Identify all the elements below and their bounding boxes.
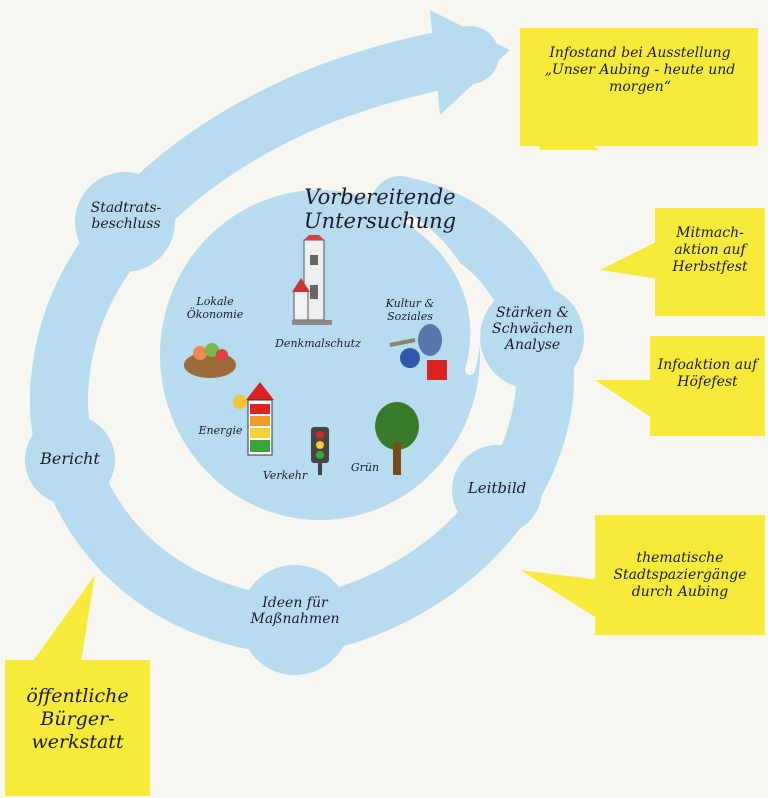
note-infoaktion-bg — [650, 336, 765, 436]
note-mitmach-bg — [655, 208, 765, 316]
culture-tools-icon — [389, 324, 447, 380]
note-infoaktion: Infoaktion auf Höfefest — [657, 357, 758, 390]
stadtrat-label: Stadtrats-beschluss — [90, 200, 162, 233]
topic-label-gruen: Grün — [350, 461, 380, 474]
note-tail-werkstatt — [30, 575, 95, 668]
note-mitmach: Mitmach-aktion auf Herbstfest — [672, 225, 748, 275]
topic-label-kultur-soziales: Kultur & Soziales — [385, 297, 435, 323]
bericht-label: Bericht — [40, 449, 100, 468]
market-basket-icon — [184, 343, 236, 378]
note-stadtspaziergaenge-bg — [595, 515, 765, 635]
note-infostand-bg — [520, 28, 758, 146]
note-werkstatt: öffentliche Bürger-werkstatt — [26, 685, 129, 753]
node-ideen — [240, 565, 350, 675]
tree-icon — [375, 402, 419, 475]
note-tail-mitmach — [600, 240, 665, 280]
ideen-label: Ideen für Maßnahmen — [250, 595, 340, 628]
staerken-label: Stärken & Schwächen Analyse — [492, 305, 573, 354]
topic-label-verkehr: Verkehr — [262, 469, 308, 482]
note-tail-infoaktion — [595, 380, 655, 420]
topic-label-energie: Energie — [198, 424, 243, 437]
topic-label-lokale-oekonomie: Lokale Ökonomie — [186, 295, 244, 321]
cycle-band — [30, 26, 499, 649]
note-stadtspaziergaenge: thematische Stadtspaziergänge durch Aubi… — [613, 550, 747, 600]
topic-label-denkmalschutz: Denkmalschutz — [275, 337, 361, 350]
note-tail-stadtspaziergaenge — [520, 570, 600, 620]
traffic-light-icon — [311, 427, 329, 475]
church-tower-icon — [292, 235, 332, 325]
leitbild-label: Leitbild — [467, 479, 527, 497]
energy-house-icon — [233, 382, 274, 456]
node-staerken — [480, 285, 584, 389]
node-leitbild — [452, 445, 542, 535]
node-bericht — [25, 415, 115, 505]
note-werkstatt-bg — [5, 660, 150, 796]
center-arc — [405, 215, 481, 375]
node-stadtrat — [75, 172, 175, 272]
cycle-inner-band — [301, 176, 574, 649]
cycle-arrow-head — [430, 10, 510, 115]
note-infostand: Infostand bei Ausstellung „Unser Aubing … — [544, 45, 736, 95]
center-title: Vorbereitende Untersuchung — [303, 185, 457, 234]
